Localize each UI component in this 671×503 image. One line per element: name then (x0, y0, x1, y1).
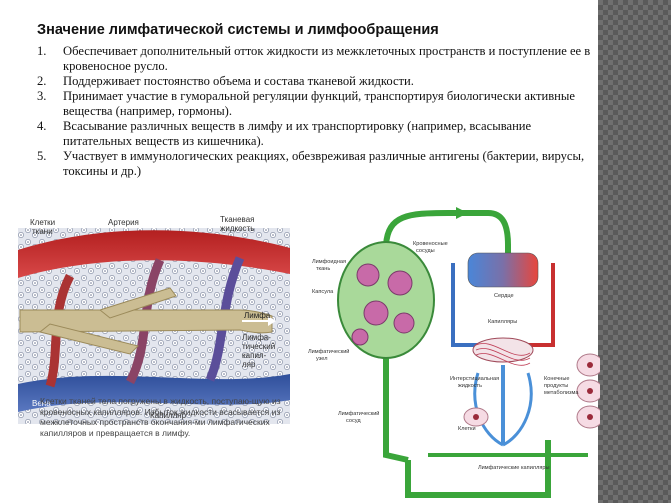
label-artery: Артерия (108, 218, 139, 227)
points-list: 1. Обеспечивает дополнительный отток жидк… (37, 44, 597, 179)
lymph-capillary-branch (38, 323, 139, 355)
list-item: 3. Принимает участие в гуморальной регуля… (37, 89, 597, 119)
lymph-vessel-upper (383, 210, 511, 263)
label-capillary: Капилляр (150, 411, 187, 420)
list-item: 2. Поддерживает постоянство объема и сост… (37, 74, 597, 89)
label-cells: Клетки (458, 426, 476, 432)
item-text: Участвует в иммунологических реакциях, о… (63, 149, 585, 178)
item-text: Принимает участие в гуморальной регуляци… (63, 89, 575, 118)
lymph-arrow-head (268, 316, 276, 326)
label-vein: Вена (32, 399, 51, 408)
label-heart: Сердце (494, 293, 514, 299)
lymph-capillary-shape (19, 309, 273, 334)
lymph-vessel-lower (383, 353, 409, 463)
label-lymph-capillaries: Лимфатические капилляры (478, 465, 550, 471)
list-item: 1. Обеспечивает дополнительный отток жидк… (37, 44, 597, 74)
list-item: 4. Всасывание различных веществ в лимфу и… (37, 119, 597, 149)
heart-shape (467, 252, 539, 288)
decorative-side-pattern (598, 0, 671, 503)
item-number: 2. (37, 74, 47, 88)
item-number: 1. (37, 44, 47, 58)
label-lymph: Лимфа (244, 311, 271, 320)
item-text: Всасывание различных веществ в лимфу и и… (63, 119, 532, 148)
slide-title: Значение лимфатической системы и лимфооб… (37, 22, 439, 38)
lymph-arrow-head (456, 207, 468, 219)
item-text: Обеспечивает дополнительный отток жидкос… (63, 44, 591, 73)
item-number: 4. (37, 119, 47, 133)
tissue-cells (463, 353, 600, 429)
label-capsule: Капсула (312, 289, 334, 295)
fluid-arrow (502, 372, 533, 447)
item-number: 3. (37, 89, 47, 103)
lymph-node (337, 241, 435, 359)
lymph-capillary-branch (98, 287, 177, 319)
item-text: Поддерживает постоянство объема и состав… (63, 74, 414, 88)
vein-shape (18, 374, 290, 412)
label-capillaries: Капилляры (488, 319, 517, 325)
figure-caption: Клетки тканей тела погружены в жидкость,… (40, 396, 281, 438)
capillaries-bundle (472, 337, 534, 366)
list-item: 5. Участвует в иммунологических реакциях,… (37, 149, 597, 179)
item-number: 5. (37, 149, 47, 163)
artery-shape (18, 230, 290, 278)
lymph-vessel-loop (405, 440, 551, 498)
